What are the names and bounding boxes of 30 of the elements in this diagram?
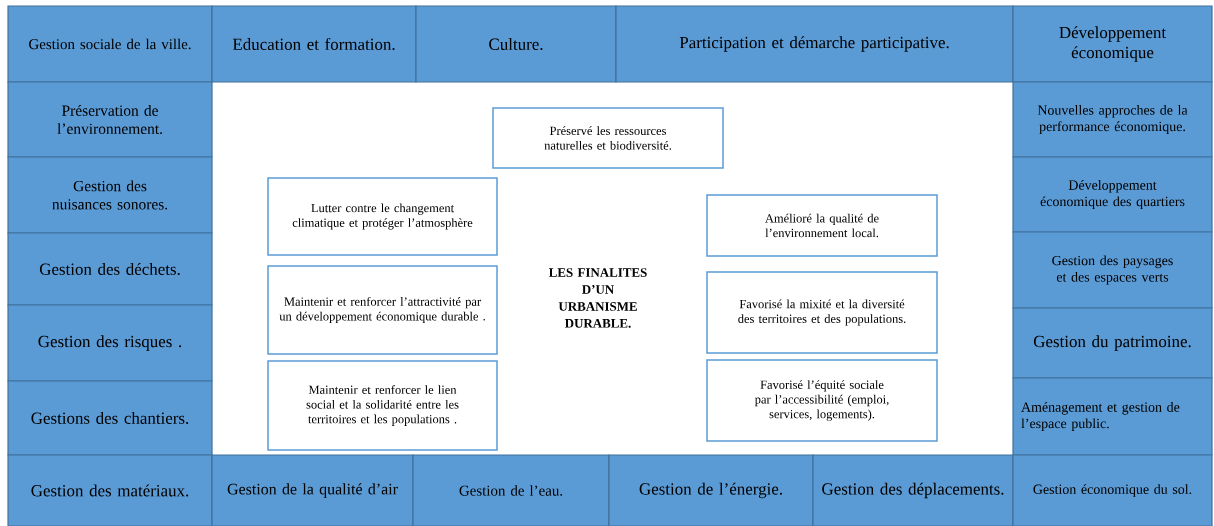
category-box: Aménagement et gestion de l’espace public. xyxy=(1012,377,1213,456)
category-box: Gestion économique du sol. xyxy=(1012,454,1213,526)
goal-box: Favorisé la mixité et la diversité des territoires et des populations. xyxy=(706,271,938,354)
category-box: Gestions des chantiers. xyxy=(7,380,213,456)
category-box: Développement économique des quartiers xyxy=(1012,156,1213,233)
category-box: Gestion des risques . xyxy=(7,304,213,382)
goal-box: Amélioré la qualité de l’environnement local. xyxy=(706,194,938,257)
category-box: Développement économique xyxy=(1012,5,1213,83)
category-box: Education et formation. xyxy=(211,5,417,83)
goal-box: Lutter contre le changement climatique et protéger l’atmosphère xyxy=(267,177,498,256)
category-box: Gestion de la qualité d’air xyxy=(211,454,414,526)
category-box: Préservation de l’environnement. xyxy=(7,81,213,158)
node-label: Gestion des déplacements. xyxy=(822,482,1004,499)
category-box: Gestion des nuisances sonores. xyxy=(7,156,213,234)
category-box: Nouvelles approches de la performance économique. xyxy=(1012,81,1213,158)
goal-box: Favorisé l’équité sociale par l’accessibilité (emploi, services, logements). xyxy=(706,359,938,442)
goal-box: Maintenir et renforcer le lien social et la solidarité entre les territoires et les populations . xyxy=(267,360,498,451)
category-box: Gestion du patrimoine. xyxy=(1012,307,1213,379)
category-box: Gestion de l’eau. xyxy=(412,454,610,526)
category-box: Gestion des paysages et des espaces verts xyxy=(1012,231,1213,309)
category-box: Gestion de l’énergie. xyxy=(608,454,814,526)
center-title: LES FINALITES D’UN URBANISME DURABLE. xyxy=(548,268,647,328)
goal-box: Préservé les ressources naturelles et biodiversité. xyxy=(492,107,724,169)
category-box: Gestion des déchets. xyxy=(7,232,213,306)
category-box: Gestion des déplacements. xyxy=(812,454,1014,526)
category-box: Culture. xyxy=(415,5,617,83)
goal-box: Maintenir et renforcer l’attractivité par un développement économique durable . xyxy=(267,265,498,355)
category-box: Gestion sociale de la ville. xyxy=(7,5,213,83)
category-box: Participation et démarche participative. xyxy=(615,5,1014,83)
category-box: Gestion des matériaux. xyxy=(7,454,213,526)
